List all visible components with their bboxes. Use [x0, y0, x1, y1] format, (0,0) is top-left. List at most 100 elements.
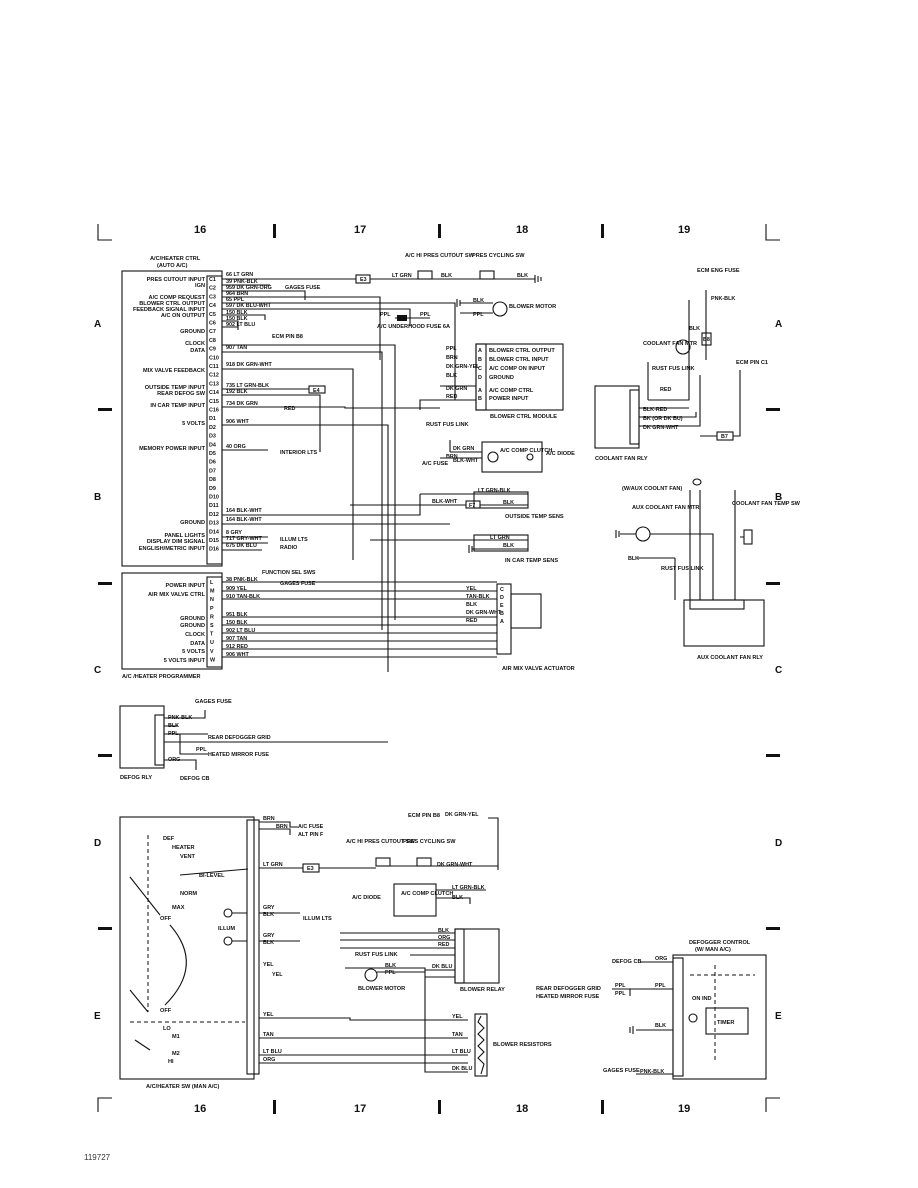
ctrl-pin-d3: D3 [209, 434, 216, 440]
manual-wire-9: YEL [263, 1012, 274, 1018]
ctrl-wire-19: 717 GRY-WHT [226, 536, 262, 542]
aux-fan-motor-icon [635, 526, 651, 542]
prog-pin-t: T [210, 632, 214, 638]
sensor-blk-1: BLK [503, 500, 514, 506]
blower-motor-icon [492, 301, 508, 317]
coolant-fan-rly: COOLANT FAN RLY [595, 456, 648, 462]
hi-pres-switch-body [417, 270, 433, 280]
ctrl-pin-d11: D11 [209, 503, 219, 509]
prog-pin-v: V [210, 649, 214, 655]
act-wire-2: BLK [466, 602, 477, 608]
prog-label-3: GROUND [180, 623, 205, 629]
top-lt-grn: LT GRN [392, 273, 412, 279]
prog-wire-4: 150 BLK [226, 620, 248, 626]
ctrl-wire-5: 597 DK BLU-WHT [226, 303, 272, 309]
ctrl-wire-9: 907 TAN [226, 345, 247, 351]
ctrl-pin-c14: C14 [209, 390, 219, 396]
ctrl-label-11: REAR DEFOG SW [157, 391, 206, 397]
ctrl-label-14: MEMORY POWER INPUT [139, 446, 205, 452]
row-e-left: E [94, 1011, 101, 1022]
ctrl-pin-c4: C4 [209, 303, 216, 309]
manual-ecm-pin: ECM PIN B8 [408, 813, 440, 819]
ctrl-wire-2: 959 DK GRN-ORG [226, 285, 272, 291]
module-wire-3: BLK [446, 373, 457, 379]
manual-wire-6: BLK [263, 940, 274, 946]
manual-pres-cycling-body [416, 857, 432, 867]
defog-ppl-2: PPL [196, 747, 207, 753]
pres-cycling-sw: PRES CYCLING SW [472, 253, 525, 259]
outside-sensor-box [473, 491, 529, 509]
ctrl-pin-d1: D1 [209, 416, 216, 422]
act-pin-d: D [500, 595, 504, 601]
sensor-blk-2: BLK [503, 543, 514, 549]
coolant-pnk-blk: PNK-BLK [711, 296, 735, 302]
ctrl-pin-d7: D7 [209, 468, 216, 474]
defog-heated-mirror: HEATED MIRROR FUSE [208, 752, 269, 758]
ctrl-label-1: IGN [195, 283, 205, 289]
coolant-rust-fus-link: RUST FUS LINK [652, 366, 695, 372]
blower-blk: BLK [473, 298, 484, 304]
defog-ctrl-pnk-blk: PNK-BLK [640, 1069, 664, 1075]
ctrl-wire-7: 150 BLK [226, 316, 248, 322]
top-switches: E3 A/C HI PRES CUTOUT SW PRES CYCLING SW… [284, 253, 556, 412]
on-ind-lamp-icon [688, 1013, 698, 1023]
incar-sensor-box [473, 534, 529, 552]
module-pin-strip [475, 343, 487, 411]
actuator-box [510, 593, 542, 629]
aux-coolant-fan-mtr: AUX COOLANT FAN MTR [632, 505, 699, 511]
blower-resistors-label: BLOWER RESISTORS [493, 1042, 552, 1048]
defog-ctrl-ppl-2: PPL [615, 991, 626, 997]
coolant-dk-grn-wht: DK GRN-WHT [643, 425, 679, 431]
coolant-temp-sw: COOLANT FAN TEMP SW [732, 501, 801, 507]
row-c-left: C [94, 665, 101, 676]
blower-relay-box [454, 928, 500, 984]
ctrl-wire-3: 964 BRN [226, 291, 248, 297]
ctrl-pin-c16: C16 [209, 408, 219, 414]
blower-relay: BLOWER RELAY RUST FUS LINK BLOWER MOTOR … [340, 928, 505, 993]
manual-wire-5: GRY [263, 933, 275, 939]
coolant-blk-red: BLK-RED [643, 407, 667, 413]
resistor-wire-1: TAN [452, 1032, 463, 1038]
ctrl-wire-0: 66 LT GRN [226, 272, 253, 278]
ctrl-pin-c8: C8 [209, 338, 216, 344]
f7-label: F7 [469, 503, 475, 509]
act-wire-1: TAN-BLK [466, 594, 490, 600]
underhood-fuse-icon [397, 315, 407, 321]
coolant-ecm-pin: ECM PIN C1 [736, 360, 768, 366]
prog-wire-1: 909 YEL [226, 586, 248, 592]
row-a-left: A [94, 319, 101, 330]
prog-pin-n: N [210, 597, 214, 603]
ctrl-pin-d16: D16 [209, 547, 219, 553]
mode-max: MAX [172, 905, 185, 911]
ctrl-label-8: DATA [190, 348, 205, 354]
module-label-3: GROUND [489, 375, 514, 381]
act-wire-3: DK GRN-WHT [466, 610, 502, 616]
prog-label-1: AIR MIX VALVE CTRL [148, 592, 206, 598]
prog-pin-r: R [210, 614, 214, 620]
defog-ctrl-blk: BLK [655, 1023, 666, 1029]
manual-clutch: A/C COMP CLUTCH [401, 891, 453, 897]
defog-gages-fuse: GAGES FUSE [195, 699, 232, 705]
ctrl-pin-c11: C11 [209, 364, 219, 370]
col-16-bottom: 16 [194, 1103, 206, 1115]
ctrl-pin-d6: D6 [209, 460, 216, 466]
ctrl-interior-lts: INTERIOR LTS [280, 450, 317, 456]
b7-label: B7 [721, 434, 728, 440]
manual-wire-1: BRN [276, 824, 288, 830]
ctrl-pin-d2: D2 [209, 425, 216, 431]
manual-hi-pres-body [375, 857, 391, 867]
row-d-left: D [94, 838, 101, 849]
prog-wire-7: 912 RED [226, 644, 248, 650]
defog-cb-label: DEFOG CB [180, 776, 210, 782]
prog-pin-w: W [210, 657, 216, 663]
connector-e4 [308, 385, 326, 394]
manual-title: A/C/HEATER SW (MAN A/C) [146, 1084, 219, 1090]
ctrl-label-0: PRES CUTOUT INPUT [147, 277, 206, 283]
coolant-bk-or-dk-bu: BK (OR DK BU) [643, 416, 683, 422]
coolant-aux-note: (W/AUX COOLNT FAN) [622, 486, 682, 492]
manual-hi-pres: A/C HI PRES CUTOUT SW [346, 839, 416, 845]
ctrl-red: RED [284, 406, 295, 412]
prog-label-2: GROUND [180, 616, 205, 622]
